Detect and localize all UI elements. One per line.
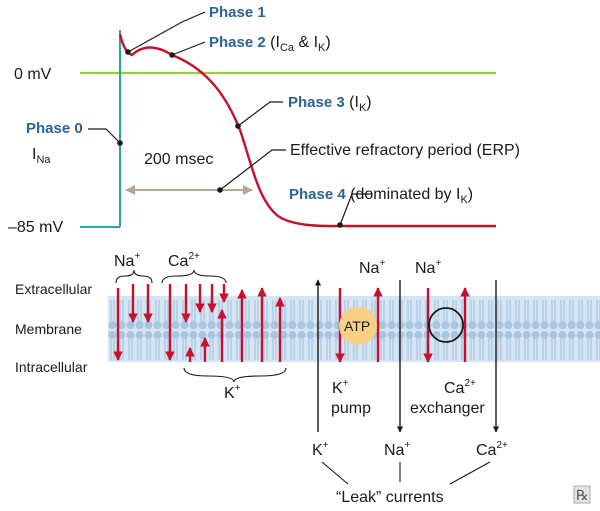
pump-label: pump: [331, 400, 371, 417]
pump-k-text: K: [332, 380, 343, 397]
ca-brace: [161, 269, 227, 284]
rx-logo-box: [573, 485, 591, 504]
exchanger-na-label: Na+: [415, 258, 441, 277]
na-channel-label: Na+: [114, 251, 140, 270]
neg85-mv-label: –85 mV: [8, 219, 63, 236]
leak-ca-text: Ca: [476, 442, 497, 459]
phase3-leader: [237, 101, 283, 127]
pump-na-text: Na: [359, 260, 380, 277]
k-channel-label: K+: [224, 383, 241, 402]
phase3-dot: [235, 123, 241, 129]
leak-na-sup: +: [404, 440, 410, 451]
atp-pump-icon: [339, 307, 377, 345]
erp-label: Effective refractory period (ERP): [290, 142, 520, 159]
phase2-title: Phase 2: [209, 34, 266, 51]
phase0-current-sub: Na: [36, 154, 51, 166]
intracellular-label: Intracellular: [15, 359, 88, 375]
phase4-title: Phase 4: [289, 186, 346, 203]
ca-sup: 2+: [188, 251, 200, 262]
erp-dot: [217, 187, 223, 193]
phase1-dot: [125, 49, 131, 55]
exch-na-sup: +: [435, 258, 441, 269]
na-brace: [115, 269, 153, 284]
leak-k-text: K: [312, 442, 323, 459]
pump-k-sup: +: [343, 378, 349, 389]
phase0-label: Phase 0: [26, 120, 83, 137]
phase3-k-sub: K: [359, 102, 367, 114]
leak-ca-label: Ca2+: [476, 440, 508, 459]
exchanger-ca-label: Ca2+: [444, 378, 476, 397]
phase2-ca-sub: Ca: [280, 42, 295, 54]
phase4-label: Phase 4 (dominated by IK): [289, 186, 473, 206]
zero-mv-label: 0 mV: [14, 66, 52, 83]
phase4-paren-close: ): [468, 186, 473, 203]
exchanger-icon: [428, 307, 464, 343]
phase4-text: (dominated by I: [346, 186, 461, 203]
phase0-current-i: I: [32, 146, 36, 163]
phase4-leader: [339, 193, 372, 226]
phase4-k-sub: K: [460, 194, 468, 206]
phase2-k-sub: K: [318, 42, 326, 54]
ca-text: Ca: [168, 253, 189, 270]
phase2-leader: [171, 41, 206, 56]
exch-na-text: Na: [415, 260, 436, 277]
phase3-paren-close: ): [366, 94, 371, 111]
erp-leader: [219, 149, 286, 191]
k-brace: [183, 367, 287, 383]
leak-k-connector: [321, 461, 349, 485]
phase2-paren-open: (I: [266, 34, 280, 51]
phase2-dot: [169, 52, 175, 58]
leak-k-label: K+: [312, 440, 329, 459]
atp-label: ATP: [344, 318, 370, 334]
phase0-current: INa: [32, 146, 51, 166]
leak-na-label: Na+: [384, 440, 410, 459]
phase2-amp: & I: [294, 34, 318, 51]
phase0-dot: [117, 140, 123, 146]
membrane-label: Membrane: [15, 321, 82, 337]
leak-currents-label: “Leak” currents: [336, 489, 444, 506]
phase1-label: Phase 1: [209, 4, 266, 21]
leak-ca-sup: 2+: [496, 440, 508, 451]
na-text: Na: [114, 253, 135, 270]
pump-na-sup: +: [379, 258, 385, 269]
na-sup: +: [134, 251, 140, 262]
phase2-label: Phase 2 (ICa & IK): [209, 34, 331, 54]
phase4-dot: [337, 222, 343, 228]
exch-ca-sup: 2+: [464, 378, 476, 389]
rx-logo-icon: ℞: [576, 487, 589, 503]
extracellular-label: Extracellular: [15, 281, 92, 297]
pump-k-label: K+: [332, 378, 349, 397]
pump-na-label: Na+: [359, 258, 385, 277]
k-text: K: [224, 385, 235, 402]
leak-k-sup: +: [323, 440, 329, 451]
phase2-paren-close: ): [325, 34, 330, 51]
phase0-leader: [88, 128, 121, 144]
leak-ca-connector: [449, 461, 491, 485]
phase1-leader: [127, 11, 206, 53]
phase3-paren-open: (I: [345, 94, 359, 111]
exch-ca-text: Ca: [444, 380, 465, 397]
k-sup: +: [235, 383, 241, 394]
leak-na-text: Na: [384, 442, 405, 459]
time-label: 200 msec: [144, 151, 213, 168]
exchanger-label: exchanger: [410, 400, 485, 417]
phase3-label: Phase 3 (IK): [288, 94, 372, 114]
action-potential-curve: [118, 33, 496, 228]
ca-channel-label: Ca2+: [168, 251, 200, 270]
phase3-title: Phase 3: [288, 94, 345, 111]
